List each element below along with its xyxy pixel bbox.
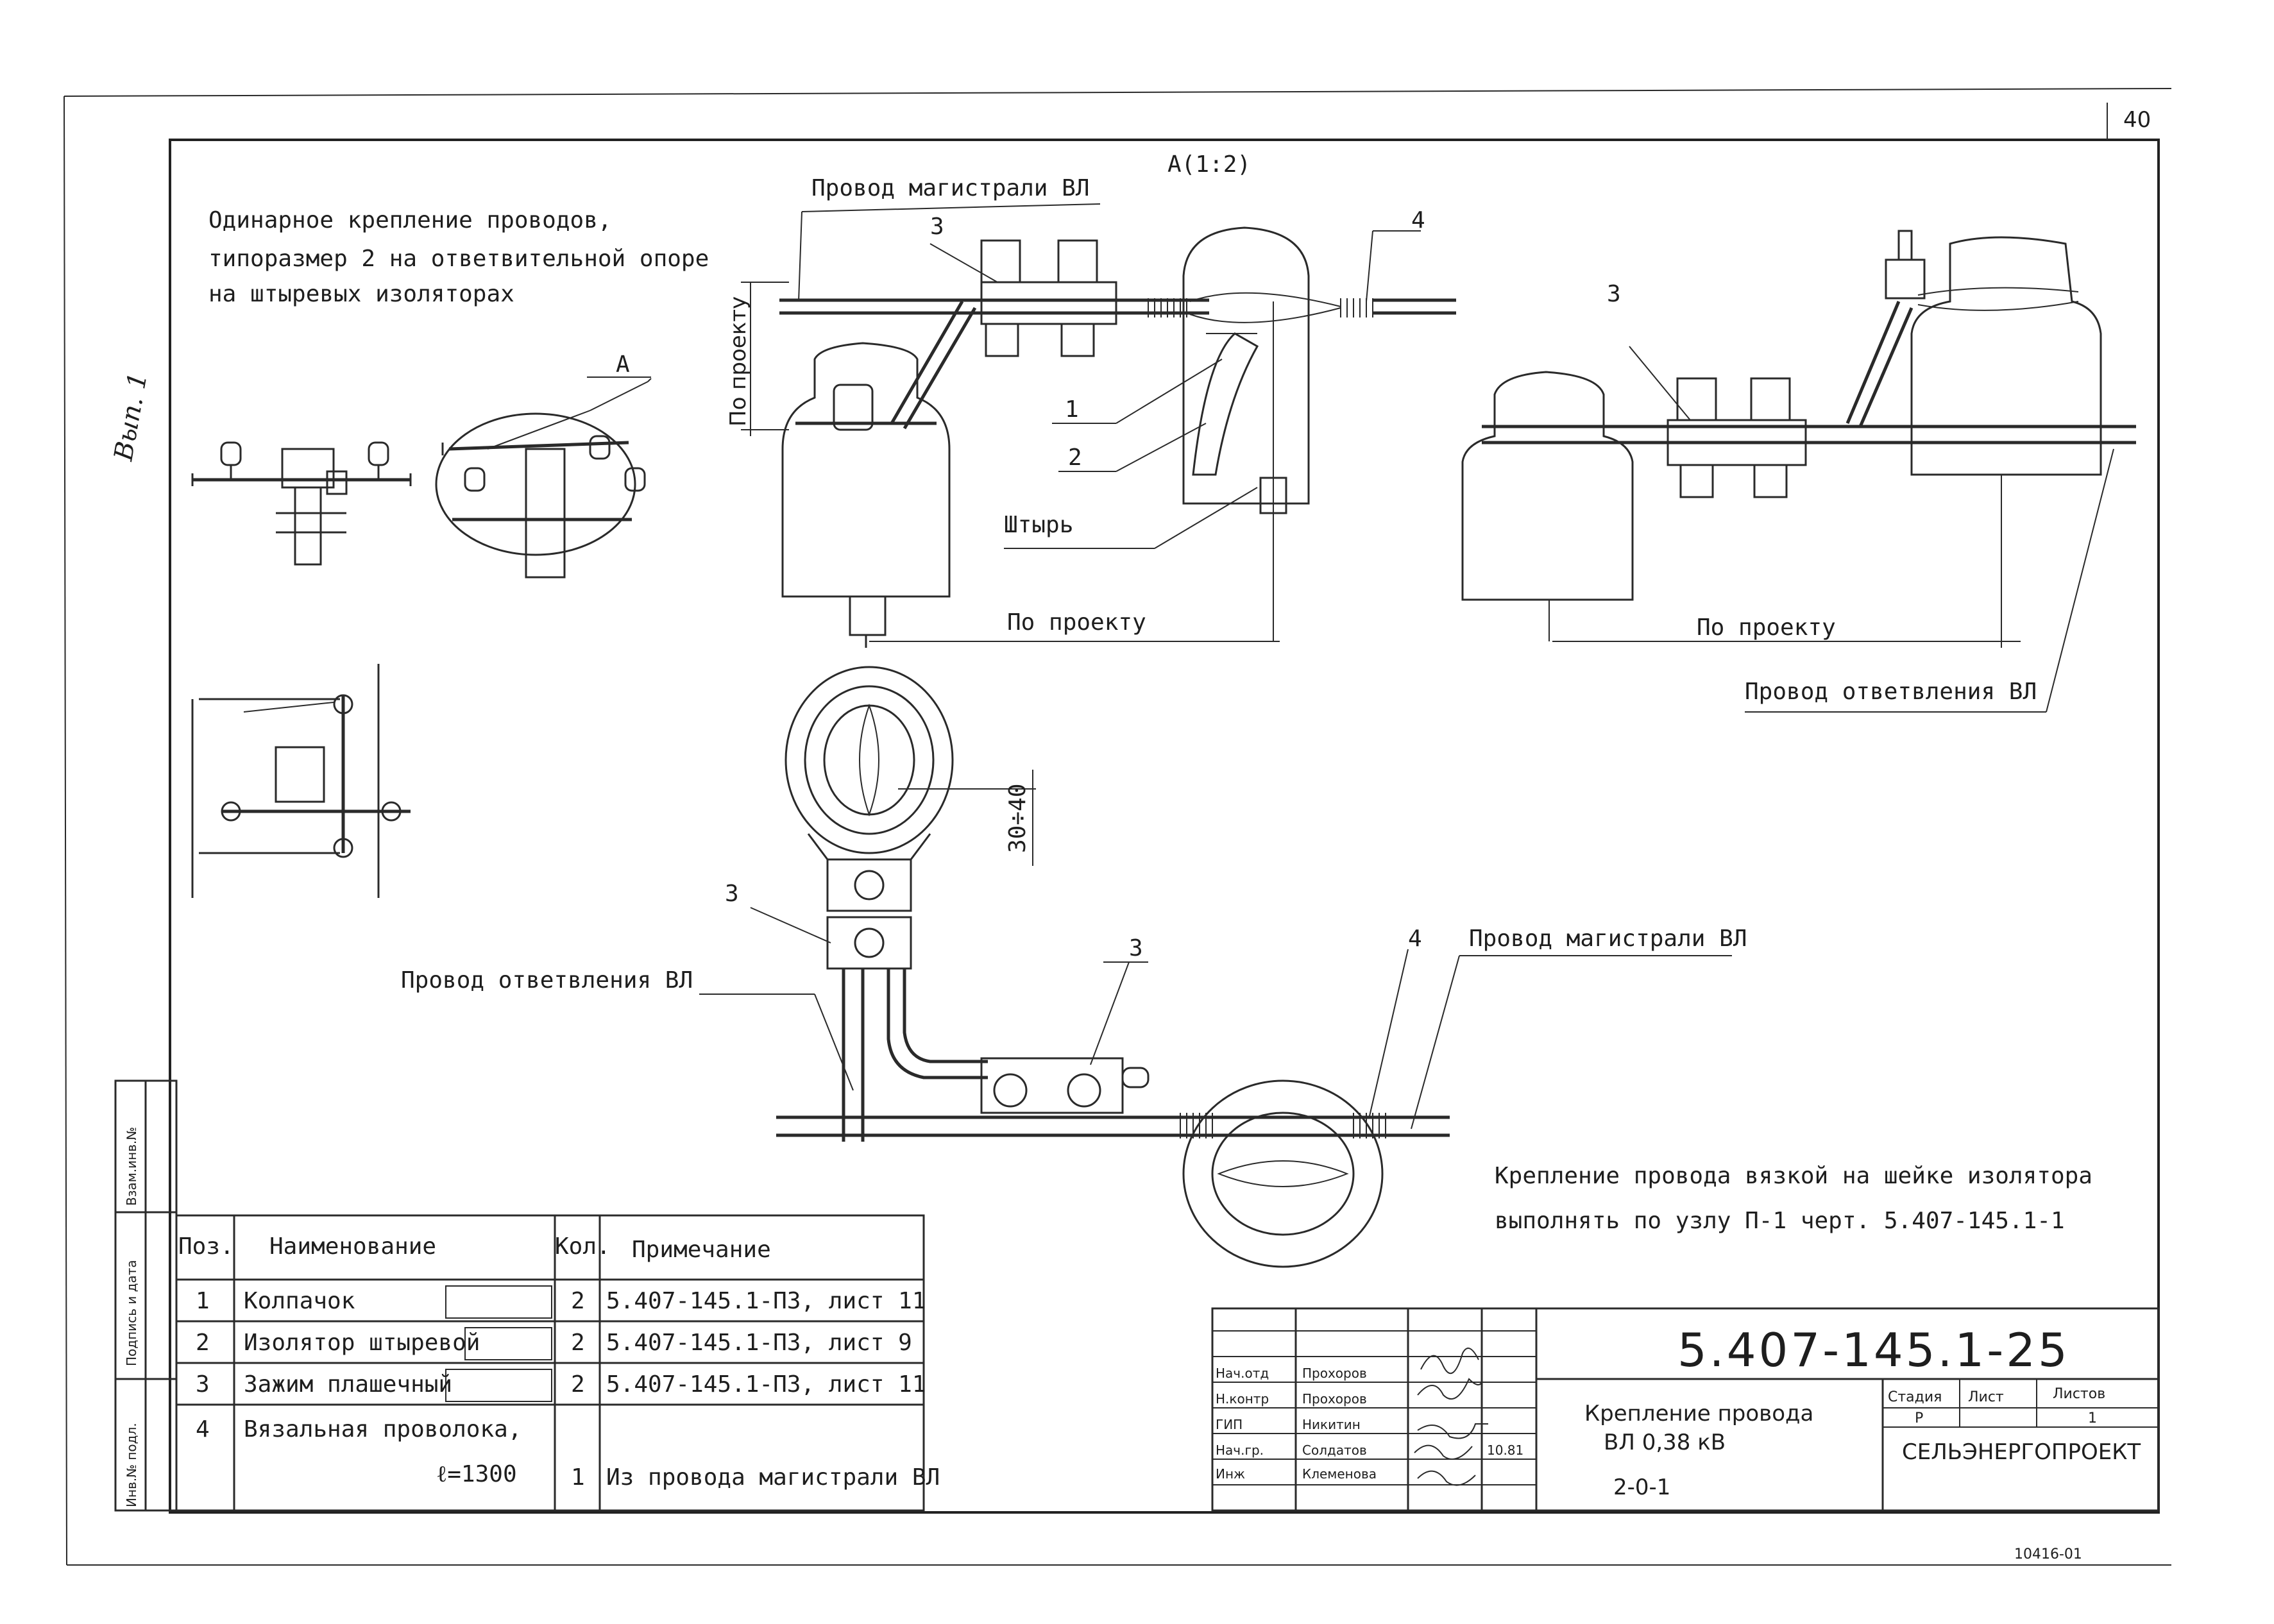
row2-note: 5.407-145.1-ПЗ, лист 9 — [606, 1330, 912, 1356]
pos-1-label: 1 — [1065, 396, 1079, 423]
title-block-line2: ВЛ 0,38 кВ — [1604, 1430, 1726, 1455]
binding-note-2: выполнять по узлу П-1 черт. 5.407-145.1-… — [1495, 1208, 2065, 1234]
th-note: Примечание — [632, 1237, 771, 1263]
th-qty: Кол. — [555, 1233, 611, 1260]
binding-coil-bottom — [1180, 1113, 1386, 1138]
title-block: 5.407-145.1-25 Крепление провода ВЛ 0,38… — [1211, 1307, 2160, 1512]
title-line-1: Одинарное крепление проводов, — [208, 207, 612, 233]
per-project-vertical: По проекту — [725, 296, 751, 427]
sheets-value: 1 — [2088, 1410, 2097, 1426]
page-number: 40 — [2123, 107, 2151, 133]
binding-coil-top — [1148, 292, 1373, 323]
row1-qty: 2 — [571, 1288, 585, 1314]
plan-view-assembly: 30÷40 3 3 Провод ответвления ВЛ 4 Провод… — [401, 666, 1747, 1268]
name-3: Никитин — [1302, 1417, 1361, 1432]
th-name: Наименование — [269, 1233, 436, 1260]
dim-30-40-label: 30÷40 — [1005, 784, 1031, 853]
row4-pos: 4 — [196, 1416, 210, 1442]
pos-3-mid-label: 3 — [725, 881, 739, 907]
name-1: Прохоров — [1302, 1366, 1367, 1381]
stage-value: Р — [1915, 1410, 1923, 1426]
role-2: Н.контр — [1216, 1391, 1269, 1407]
pos-3-right-label: 3 — [1607, 281, 1621, 307]
role-3: ГИП — [1216, 1417, 1243, 1432]
name-2: Прохоров — [1302, 1391, 1367, 1407]
per-project-1-label: По проекту — [1007, 609, 1146, 636]
pos-4-bottom-label: 4 — [1408, 926, 1422, 952]
branch-wire-mid-label: Провод ответвления ВЛ — [401, 967, 693, 994]
row1-name: Колпачок — [244, 1288, 355, 1314]
role-4: Нач.гр. — [1216, 1442, 1264, 1458]
per-project-2-label: По проекту — [1697, 614, 1836, 641]
pos-3-top-label: 3 — [930, 214, 944, 240]
pin-label: Штырь — [1004, 512, 1073, 538]
branch-wire-right-label: Провод ответвления ВЛ — [1745, 679, 2037, 705]
date-4: 10.81 — [1487, 1442, 1523, 1458]
view-label: A(1:2) — [1167, 151, 1251, 178]
row3-name: Зажим плашечный — [244, 1371, 452, 1398]
spec-table: Поз. Наименование Кол. Примечание 1 Колп… — [175, 1214, 940, 1512]
elevation-left-assembly: По проекту Провод магистрали ВЛ 3 — [725, 175, 1456, 648]
name-4: Солдатов — [1302, 1442, 1367, 1458]
stamp-signature-date: Подпись и дата — [124, 1260, 139, 1366]
binding-note-1: Крепление провода вязкой на шейке изолят… — [1495, 1163, 2092, 1189]
pos-4-top-label: 4 — [1411, 207, 1425, 233]
stamp-original-inv: Инв.№ подл. — [124, 1423, 139, 1507]
drawing-code: 5.407-145.1-25 — [1677, 1323, 2070, 1377]
main-wire-top-label: Провод магистрали ВЛ — [811, 175, 1089, 201]
row3-note: 5.407-145.1-ПЗ, лист 11 — [606, 1371, 926, 1398]
elevation-right-assembly: 3 По проекту Провод ответвления ВЛ — [1461, 230, 2136, 713]
row4-qty: 1 — [571, 1464, 585, 1491]
stamp-replace-inv: Взам.инв.№ — [124, 1127, 139, 1206]
sketch-detail-a: А — [435, 351, 652, 579]
signature-marks — [1414, 1348, 1488, 1486]
stage-header: Стадия — [1888, 1389, 1942, 1405]
row2-qty: 2 — [571, 1330, 585, 1356]
row2-pos: 2 — [196, 1330, 210, 1356]
main-wire-bottom-label: Провод магистрали ВЛ — [1469, 926, 1747, 952]
org-name: СЕЛЬЭНЕРГОПРОЕКТ — [1902, 1439, 2141, 1465]
sheet-header: Лист — [1968, 1389, 2004, 1405]
sheets-header: Листов — [2053, 1386, 2105, 1402]
row3-pos: 3 — [196, 1371, 210, 1398]
pos-2-label: 2 — [1068, 444, 1082, 471]
row4-name: Вязальная проволока, — [244, 1416, 522, 1442]
sketch-plan-view — [191, 664, 411, 898]
row4-note: Из провода магистрали ВЛ — [606, 1464, 940, 1491]
row4-name2: ℓ=1300 — [436, 1461, 517, 1487]
title-block-line3: 2-0-1 — [1613, 1475, 1670, 1500]
row1-note: 5.407-145.1-ПЗ, лист 11 — [606, 1288, 926, 1314]
sheet-frame — [64, 88, 2172, 1566]
name-5: Клеменова — [1302, 1466, 1377, 1482]
row1-pos: 1 — [196, 1288, 210, 1314]
side-stamp: Взам.инв.№ Подпись и дата Инв.№ подл. — [114, 1079, 178, 1512]
detail-a-letter: А — [616, 351, 630, 378]
footer-code: 10416-01 — [2014, 1546, 2082, 1562]
role-1: Нач.отд — [1216, 1366, 1269, 1381]
title-line-2: типоразмер 2 на ответвительной опоре — [208, 246, 709, 272]
role-5: Инж — [1216, 1466, 1245, 1482]
title-line-3: на штыревых изоляторах — [208, 281, 514, 307]
pos-3-bottom-label: 3 — [1129, 935, 1143, 961]
row3-qty: 2 — [571, 1371, 585, 1398]
title-block-line1: Крепление провода — [1584, 1401, 1813, 1426]
th-pos: Поз. — [178, 1233, 234, 1260]
row2-name: Изолятор штыревой — [244, 1330, 480, 1356]
sketch-side-view — [191, 441, 412, 566]
side-note: Вып. 1 — [108, 370, 153, 463]
elevation-right-insulator: 4 1 2 Штырь По проекту — [869, 207, 1425, 642]
